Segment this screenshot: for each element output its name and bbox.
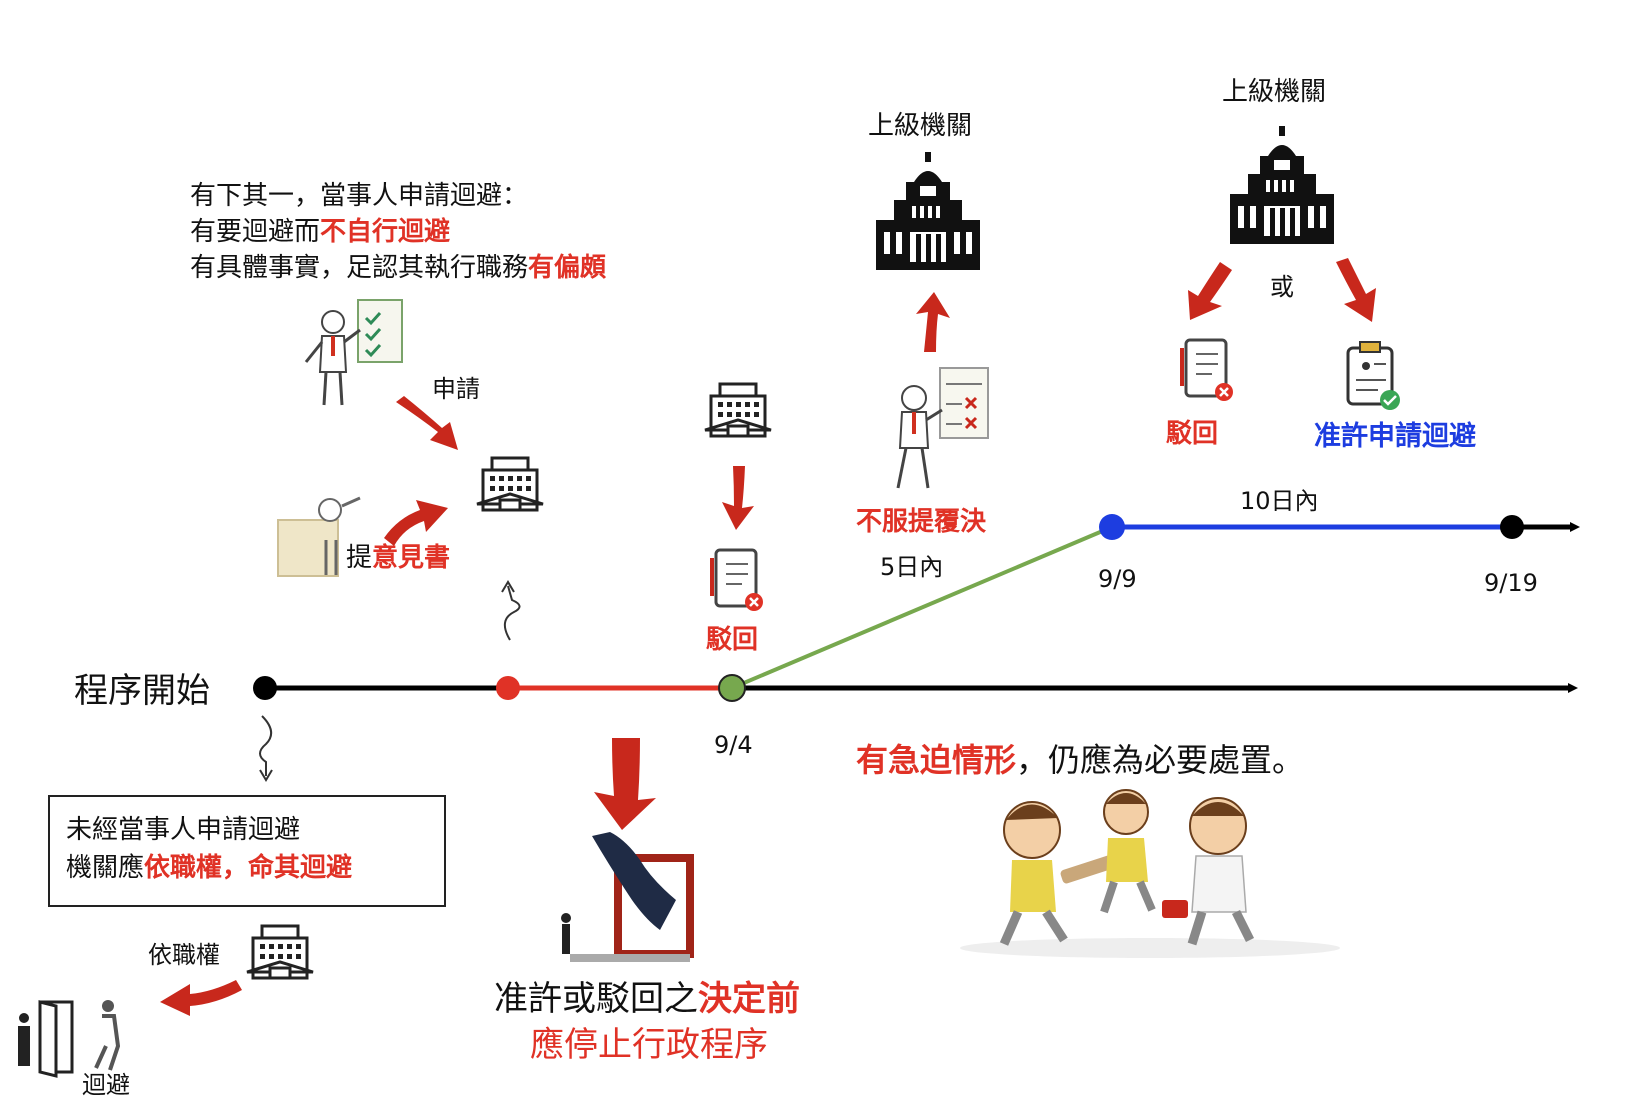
timeline-green-diagonal [731, 525, 1113, 690]
objection-person-icon [896, 367, 989, 489]
urgent-note-rest: ，仍應為必要處置。 [1016, 741, 1305, 779]
approve-label: 准許申請迴避 [1314, 421, 1476, 452]
condition-line-1: 有下其一，當事人申請迴避： [190, 181, 529, 211]
reject-label-1: 駁回 [706, 625, 759, 655]
stop-procedure-label: 應停止行政程序 [530, 1025, 768, 1065]
urgent-note: 有急迫情形，仍應為必要處置。 [856, 740, 1304, 780]
red-node [496, 676, 520, 700]
agency-building-icon [475, 456, 545, 512]
ex-officio-label: 依職權 [148, 941, 220, 969]
node-9-9 [1099, 514, 1125, 540]
reject-label-2: 駁回 [1166, 419, 1219, 449]
start-node [253, 676, 277, 700]
opinion-arrow-icon [384, 500, 448, 546]
date-9-4: 9/4 [714, 731, 753, 759]
superior-agency-icon-2 [1230, 126, 1334, 244]
date-9-9: 9/9 [1098, 565, 1137, 593]
split-arrow-left-icon [1188, 262, 1232, 320]
up-arrow-icon [916, 292, 950, 352]
split-arrow-right-icon [1336, 258, 1376, 322]
box-line-1: 未經當事人申請迴避 [66, 815, 301, 845]
decision-label-prefix: 准許或駁回之 [494, 979, 698, 1019]
or-label: 或 [1270, 273, 1294, 301]
applicant-person-icon [304, 299, 403, 406]
ex-officio-arrow-icon [160, 980, 242, 1016]
superior-agency-label-2: 上級機關 [1222, 77, 1327, 107]
date-9-19: 9/19 [1484, 569, 1538, 597]
stop-door-icon [561, 832, 694, 962]
node-9-4 [718, 674, 746, 702]
condition-line-2: 有要迴避而不自行迴避 [190, 216, 450, 249]
condition-line-2-highlight: 不自行迴避 [320, 217, 451, 247]
condition-line-3-prefix: 有具體事實，足認其執行職務 [190, 253, 529, 283]
within-10-days: 10日內 [1240, 487, 1319, 515]
apply-arrow-icon [396, 396, 458, 450]
start-label: 程序開始 [74, 671, 210, 711]
decision-label-highlight: 決定前 [698, 979, 800, 1019]
opinion-label-prefix: 提 [346, 543, 373, 573]
down-arrow-icon [722, 466, 754, 530]
condition-line-3: 有具體事實，足認其執行職務有偏頗 [190, 252, 606, 285]
ex-officio-box [48, 795, 446, 907]
superior-agency-icon-1 [876, 152, 980, 270]
reject-document-icon [710, 548, 765, 613]
curly-down-arrow-icon [259, 715, 273, 776]
opinion-label-highlight: 意見書 [372, 543, 451, 573]
agency-building-icon-3 [245, 924, 315, 980]
node-9-19 [1500, 515, 1524, 539]
decision-label: 准許或駁回之決定前 [494, 978, 800, 1021]
objection-label: 不服提覆決 [856, 507, 987, 537]
big-down-arrow-icon [594, 738, 656, 830]
agency-building-icon-2 [703, 382, 773, 438]
superior-agency-label-1: 上級機關 [868, 111, 973, 141]
opinion-label: 提意見書 [346, 542, 450, 575]
approve-clipboard-icon [1346, 341, 1400, 410]
box-line-2: 機關應依職權，命其迴避 [66, 852, 352, 885]
urgent-note-highlight: 有急迫情形 [856, 741, 1017, 779]
opinion-person-icon [277, 496, 361, 577]
reject-document-icon-2 [1180, 338, 1235, 403]
recuse-label: 迴避 [82, 1071, 130, 1099]
condition-line-3-highlight: 有偏頗 [528, 253, 607, 283]
apply-label: 申請 [432, 375, 480, 403]
within-5-days: 5日內 [880, 553, 944, 581]
box-line-2-prefix: 機關應 [66, 853, 145, 883]
condition-line-2-prefix: 有要迴避而 [190, 217, 321, 247]
recuse-door-icon [18, 1000, 121, 1078]
curly-up-arrow-icon [503, 585, 521, 641]
emergency-workers-icon [960, 789, 1340, 958]
box-line-2-highlight: 依職權，命其迴避 [144, 853, 353, 883]
